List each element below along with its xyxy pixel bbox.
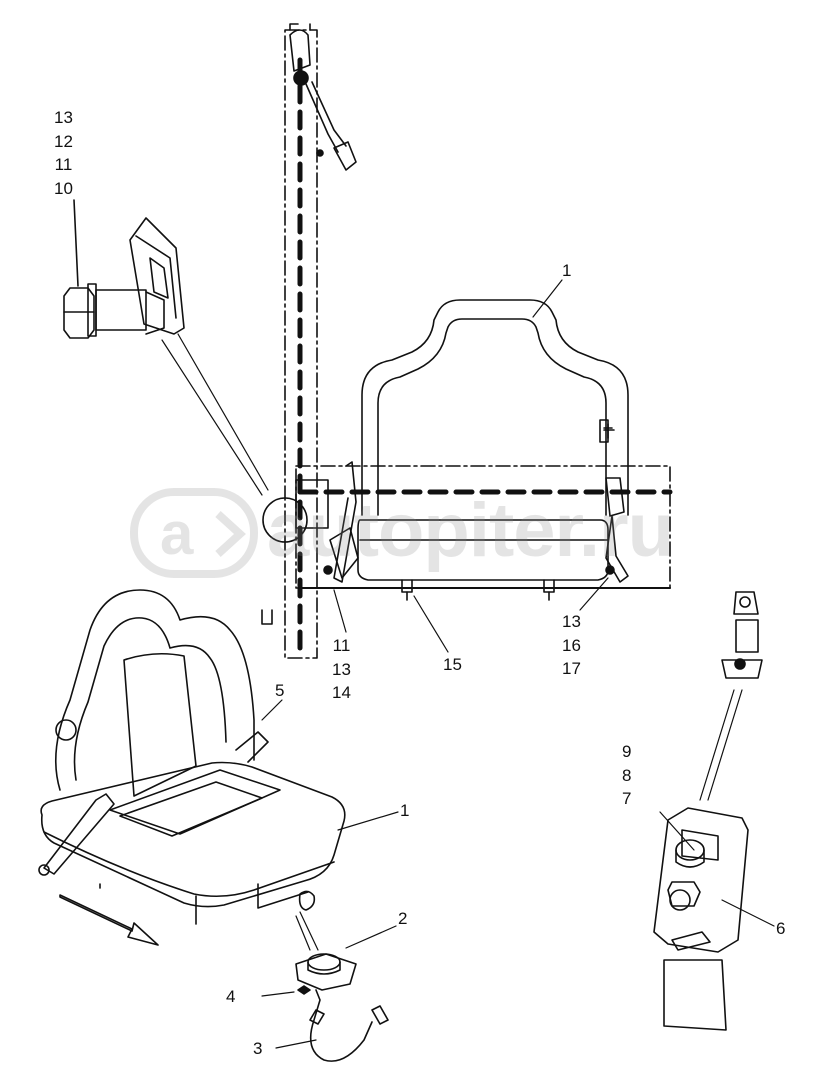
callout-7: 7 [622, 789, 632, 808]
callout-8: 8 [622, 765, 632, 785]
callout-5: 5 [275, 681, 285, 700]
callout-stack-mid-right: 13 16 17 [562, 610, 581, 681]
callout-4: 4 [226, 987, 236, 1006]
bracket-detail [63, 199, 308, 543]
leader-seat-switch-b [295, 915, 311, 951]
callout-11: 11 [332, 636, 351, 655]
leader-15 [413, 595, 449, 653]
leader-11-13-14 [333, 589, 347, 633]
callout-stack-mid-left: 11 13 14 [332, 634, 351, 705]
callout-13: 13 [54, 108, 73, 127]
callout-13: 13 [332, 659, 351, 679]
svg-text:a: a [160, 500, 194, 567]
leader-1-top [532, 279, 563, 318]
callout-14: 14 [332, 683, 351, 702]
side-belt-right [605, 477, 629, 583]
callout-10: 10 [54, 178, 73, 198]
leader-5 [261, 699, 283, 721]
callout-stack-top-left: 13 12 11 10 [54, 106, 73, 200]
watermark: a autopiter.ru [130, 488, 690, 578]
belt-bracket [653, 591, 775, 1031]
leader-13-16-17 [579, 577, 609, 611]
seat-switch [261, 925, 397, 1062]
callout-3: 3 [253, 1039, 263, 1058]
callout-16: 16 [562, 635, 581, 655]
callout-15: 15 [443, 655, 462, 674]
leader-1-bottom [337, 811, 399, 831]
callout-12: 12 [54, 131, 73, 151]
callout-2: 2 [398, 909, 408, 928]
lower-seat [38, 589, 346, 925]
callout-stack-right: 9 8 7 [622, 740, 631, 811]
callout-6: 6 [776, 919, 786, 938]
callout-1-top: 1 [562, 261, 572, 280]
support-post [261, 23, 318, 659]
callout-13: 13 [562, 612, 581, 631]
watermark-logo-icon: a [130, 488, 258, 578]
belt-retractor-top [289, 29, 357, 171]
callout-9: 9 [622, 742, 632, 761]
callout-1-bottom: 1 [400, 801, 410, 820]
watermark-text: autopiter.ru [267, 488, 674, 573]
forward-arrow-icon [59, 894, 159, 946]
callout-17: 17 [562, 659, 581, 678]
upper-seat [357, 299, 629, 601]
leader-seat-switch-a [299, 911, 319, 951]
side-belt-left [295, 461, 359, 583]
callout-11: 11 [54, 155, 73, 174]
